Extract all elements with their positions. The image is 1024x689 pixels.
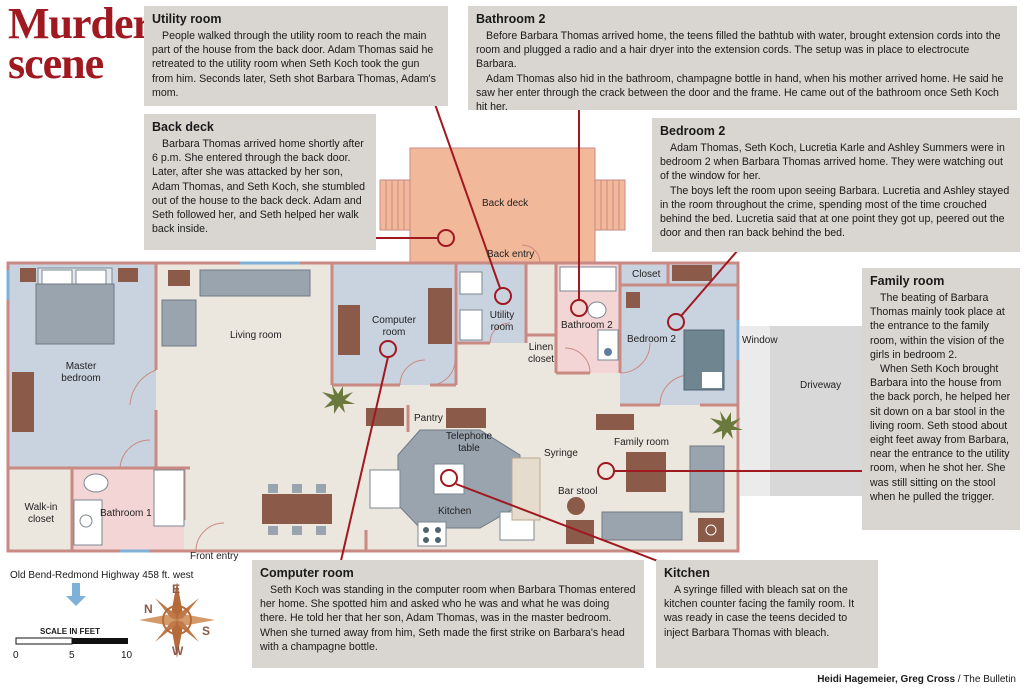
label-living-room: Living room [230, 330, 282, 341]
title-line-1: Murder [8, 0, 152, 48]
walls [6, 261, 740, 553]
callout-computer-room: Computer room Seth Koch was standing in … [252, 560, 644, 668]
door-swings [119, 244, 691, 552]
callout-text: Barbara Thomas arrived home shortly afte… [152, 138, 365, 236]
callout-text: Adam Thomas, Seth Koch, Lucretia Karle a… [660, 142, 1005, 183]
windows [6, 261, 740, 553]
callout-text: People walked through the utility room t… [152, 30, 436, 99]
callout-utility-room: Utility room People walked through the u… [144, 6, 448, 106]
callout-kitchen: Kitchen A syringe filled with bleach sat… [656, 560, 878, 668]
label-closet: Closet [632, 269, 661, 280]
callout-text: Before Barbara Thomas arrived home, the … [476, 30, 1001, 71]
credit-separator: / [955, 674, 964, 685]
callout-bedroom-2: Bedroom 2 Adam Thomas, Seth Koch, Lucret… [652, 118, 1020, 252]
credit-names: Heidi Hagemeier, Greg Cross [817, 674, 956, 685]
highway-arrow [66, 583, 86, 606]
compass-w: W [172, 644, 184, 658]
label-driveway: Driveway [800, 380, 842, 391]
scale-bar [15, 637, 128, 645]
label-utility-room: Utility room [489, 310, 515, 333]
label-bathroom-1: Bathroom 1 [100, 508, 152, 519]
callout-text: Adam Thomas also hid in the bathroom, ch… [476, 72, 1004, 114]
label-bathroom-2: Bathroom 2 [561, 320, 613, 331]
credit-line: Heidi Hagemeier, Greg Cross / The Bullet… [817, 674, 1016, 685]
callout-heading: Family room [870, 274, 945, 288]
label-computer-room: Computer room [372, 315, 416, 338]
compass-e: E [172, 582, 181, 596]
callout-text: Seth Koch was standing in the computer r… [260, 584, 636, 653]
callout-heading: Back deck [152, 120, 214, 134]
label-back-entry: Back entry [487, 249, 535, 260]
label-front-entry: Front entry [190, 551, 239, 562]
label-kitchen: Kitchen [438, 506, 472, 517]
callout-heading: Bathroom 2 [476, 12, 546, 26]
marker-kitchen [440, 469, 458, 487]
scale-tick-5: 5 [69, 650, 75, 661]
compass-rose [139, 582, 215, 658]
compass-s: S [202, 624, 211, 638]
compass-n: N [144, 602, 153, 616]
callout-bathroom-2: Bathroom 2 Before Barbara Thomas arrived… [468, 6, 1017, 113]
label-master-bedroom: Master bedroom [61, 361, 101, 384]
scale-title: SCALE IN FEET [40, 627, 101, 636]
callout-family-room: Family room The beating of Barbara Thoma… [862, 268, 1020, 530]
label-linen-closet: Linen closet [527, 342, 555, 365]
page-title: Murder scene [8, 0, 152, 88]
callout-heading: Computer room [260, 566, 354, 580]
label-walkin-closet: Walk-in closet [24, 502, 58, 525]
callout-heading: Bedroom 2 [660, 124, 726, 138]
scale-tick-0: 0 [13, 650, 19, 661]
furniture [12, 265, 743, 547]
label-telephone-table: Telephone table [445, 431, 493, 454]
marker-utility [494, 287, 512, 305]
walkin-closet-fill [8, 468, 72, 551]
callout-text: A syringe filled with bleach sat on the … [664, 584, 855, 639]
label-bar-stool: Bar stool [558, 486, 598, 497]
highway-note: Old Bend-Redmond Highway 458 ft. west [10, 570, 194, 581]
callout-heading: Kitchen [664, 566, 710, 580]
label-family-room: Family room [614, 437, 670, 448]
title-line-2: scene [8, 39, 104, 88]
label-window: Window [742, 335, 778, 346]
back-deck [379, 147, 626, 264]
label-bedroom-2: Bedroom 2 [627, 334, 676, 345]
scale-tick-10: 10 [121, 650, 133, 661]
label-back-deck: Back deck [482, 198, 529, 209]
callout-text: When Seth Koch brought Barbara into the … [870, 363, 1011, 503]
credit-org: The Bulletin [963, 674, 1016, 685]
label-pantry: Pantry [414, 413, 443, 424]
callout-heading: Utility room [152, 12, 222, 26]
callout-text: The boys left the room upon seeing Barba… [660, 184, 1010, 240]
marker-bedroom2 [667, 313, 685, 331]
callout-text: The beating of Barbara Thomas mainly too… [870, 292, 1005, 361]
label-syringe: Syringe [544, 448, 578, 459]
callout-back-deck: Back deck Barbara Thomas arrived home sh… [144, 114, 376, 250]
